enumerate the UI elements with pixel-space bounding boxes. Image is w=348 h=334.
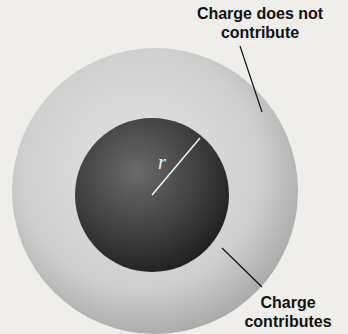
radius-line bbox=[152, 138, 200, 195]
leader-line bbox=[240, 46, 262, 112]
leader-line bbox=[222, 248, 262, 287]
radius-label: r bbox=[158, 152, 166, 172]
callout-label: Charge contributes bbox=[236, 293, 340, 331]
callout-label: Charge does not contribute bbox=[190, 4, 330, 42]
inner-sphere bbox=[75, 118, 229, 272]
